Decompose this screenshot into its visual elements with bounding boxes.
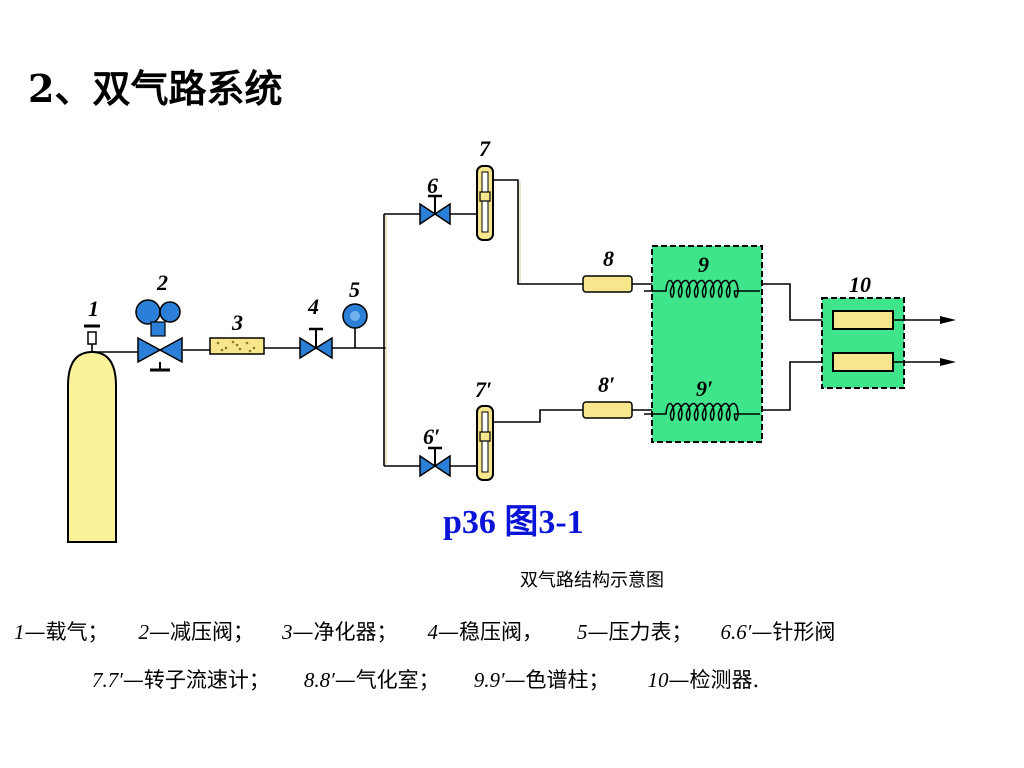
rotameter-7 — [476, 165, 494, 241]
label-5: 5 — [349, 277, 360, 302]
label-7-prime: 7′ — [475, 377, 492, 402]
legend-item: 3—净化器； — [282, 616, 398, 646]
pressure-regulating-valve — [299, 327, 333, 360]
label-9: 9 — [698, 252, 709, 277]
reducer-body-right — [158, 336, 183, 364]
vaporizer-8-prime — [582, 401, 633, 419]
label-10: 10 — [849, 272, 871, 297]
detector-cell-top — [832, 310, 894, 330]
pipe-highlight — [385, 181, 521, 465]
legend-text: —压力表； — [587, 620, 693, 644]
legend-item: 10—检测器. — [648, 664, 760, 694]
outlet-arrows — [893, 316, 956, 366]
label-4: 4 — [307, 294, 319, 319]
label-6-prime: 6′ — [423, 424, 440, 449]
legend-item: 9.9′—色谱柱； — [474, 664, 610, 694]
legend-item: 4—稳压阀， — [428, 616, 544, 646]
cylinder-valve — [87, 331, 97, 345]
reducer-stem — [150, 321, 166, 337]
legend-number: 1 — [14, 620, 25, 644]
pipework — [91, 179, 833, 467]
legend-text: —稳压阀， — [438, 620, 543, 644]
vaporizer-8 — [582, 275, 633, 293]
dual-gas-path-diagram: 1 2 3 4 5 6 6′ 7 7′ 8 8′ 9 9′ 10 — [67, 136, 956, 543]
legend-text: —气化室； — [334, 668, 440, 692]
legend-text: —针形阀 — [751, 620, 836, 644]
legend-number: 4 — [427, 620, 439, 644]
slide-title: 2、双气路系统 — [28, 66, 283, 111]
label-8-prime: 8′ — [598, 372, 615, 397]
legend-number: 9.9′ — [473, 668, 505, 692]
chromatographic-column-9 — [644, 279, 760, 299]
chromatographic-column-9-prime — [644, 402, 760, 422]
label-8: 8 — [603, 246, 614, 271]
figure-reference: p36 图3-1 — [443, 504, 584, 541]
legend-line-1: 1—载气； 2—减压阀； 3—净化器； 4—稳压阀， 5—压力表； 6.6′—针形阀 — [14, 616, 835, 646]
legend-number: 8.8′ — [303, 668, 335, 692]
legend-item: 8.8′—气化室； — [304, 664, 440, 694]
legend-text: —载气； — [24, 620, 109, 644]
legend-item: 7.7′—转子流速计； — [92, 664, 270, 694]
needle-valve-6-prime — [419, 446, 451, 478]
detector-cell-bottom — [832, 352, 894, 372]
legend-text: —色谱柱； — [504, 668, 610, 692]
legend-number: 5 — [577, 620, 588, 644]
legend-text: —减压阀； — [149, 620, 254, 644]
label-7: 7 — [479, 136, 491, 161]
legend-item: 2—减压阀； — [139, 616, 255, 646]
label-2: 2 — [156, 270, 168, 295]
rotameter-7-prime — [476, 405, 494, 481]
legend-text: —转子流速计； — [122, 668, 270, 692]
legend-item: 1—载气； — [14, 616, 109, 646]
legend-line-2: 7.7′—转子流速计； 8.8′—气化室； 9.9′—色谱柱； 10—检测器. — [92, 664, 759, 694]
reducer-gauge-right — [159, 301, 181, 323]
legend-number: 7.7′ — [92, 668, 123, 692]
label-3: 3 — [231, 310, 243, 335]
purifier — [209, 337, 265, 355]
cylinder-body — [67, 350, 117, 543]
legend-number: 2 — [138, 620, 150, 644]
pressure-reducing-valve — [135, 299, 183, 372]
legend-number: 3 — [282, 620, 293, 644]
legend-text: —净化器； — [292, 620, 398, 644]
pressure-gauge — [342, 303, 368, 329]
legend-item: 6.6′—针形阀 — [721, 616, 836, 646]
column-oven — [651, 245, 763, 443]
legend-number: 6.6′ — [720, 620, 752, 644]
diagram-caption-text: 双气路结构示意图 — [520, 570, 664, 591]
legend-text: —检测器. — [668, 668, 760, 692]
label-9-prime: 9′ — [696, 376, 713, 401]
reducer-body-left — [137, 336, 162, 364]
label-6: 6 — [427, 173, 438, 198]
reducer-gauge-left — [135, 299, 161, 325]
label-1: 1 — [88, 296, 99, 321]
purifier-packing — [216, 340, 256, 353]
needle-valve-6 — [419, 194, 451, 226]
legend-item: 5—压力表； — [577, 616, 693, 646]
legend-number: 10 — [647, 668, 669, 692]
carrier-gas-cylinder — [67, 324, 117, 543]
detector — [821, 297, 905, 389]
diagram-caption: 双气路结构示意图 — [0, 566, 1024, 592]
